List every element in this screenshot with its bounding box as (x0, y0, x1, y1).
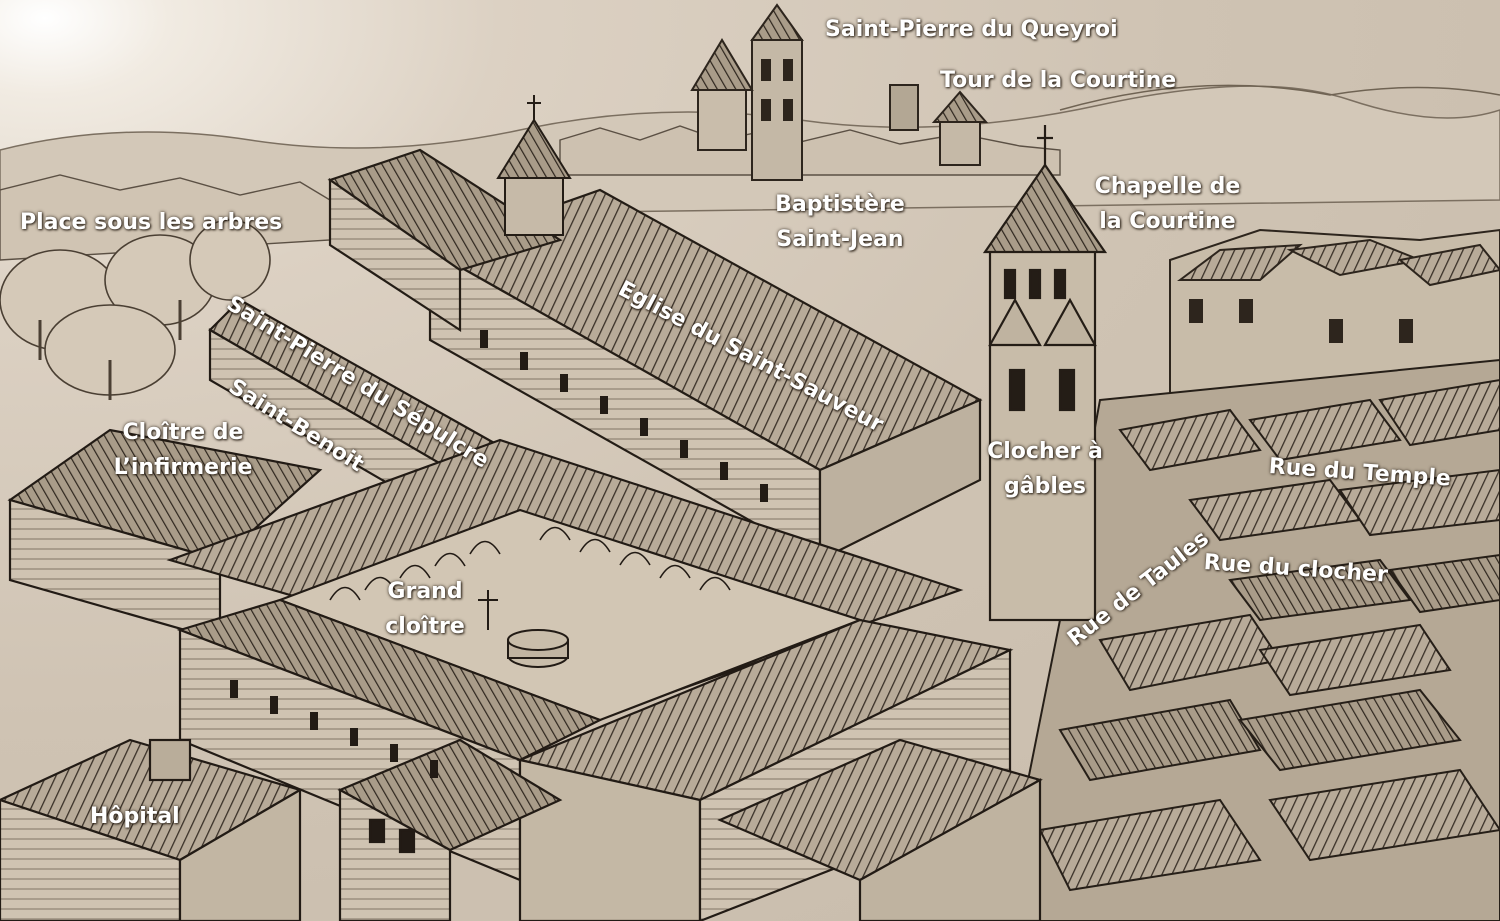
label-clocher-line-2: gâbles (1004, 474, 1086, 499)
wall-windows (230, 330, 768, 778)
cloister-well (478, 590, 569, 668)
label-grand-cloitre-line-1: Grand (387, 579, 463, 604)
label-cloitre-de-l-infirmerie: Cloître de L’infirmerie (108, 415, 258, 485)
lower-right-rooftops (998, 358, 1500, 921)
label-chapelle-line-1: Chapelle de (1094, 174, 1241, 199)
label-grand-cloitre: Grand cloître (370, 574, 480, 644)
label-chapelle-line-2: la Courtine (1099, 209, 1236, 234)
label-clocher-a-gables: Clocher à gâbles (980, 434, 1110, 504)
label-infirmerie-line-1: Cloître de (122, 420, 244, 445)
label-grand-cloitre-line-2: cloître (385, 614, 465, 639)
label-baptistere-line-1: Baptistère (775, 192, 905, 217)
label-hopital: Hôpital (90, 804, 180, 829)
label-baptistere-line-2: Saint-Jean (776, 227, 904, 252)
cloister-arches (329, 526, 731, 601)
courtine-tower (889, 84, 989, 166)
hospital-buildings (0, 738, 303, 921)
label-clocher-line-1: Clocher à (987, 439, 1103, 464)
label-chapelle-de-la-courtine: Chapelle de la Courtine (1090, 169, 1245, 239)
front-buildings (337, 738, 1043, 921)
label-place-sous-les-arbres: Place sous les arbres (20, 210, 283, 235)
label-baptistere-saint-jean: Baptistère Saint-Jean (770, 187, 910, 257)
label-saint-pierre-du-queyroi: Saint-Pierre du Queyroi (825, 17, 1118, 42)
label-tour-de-la-courtine: Tour de la Courtine (940, 68, 1177, 93)
central-dome-tower (496, 95, 572, 236)
trees (0, 219, 271, 400)
distant-town (0, 125, 1061, 261)
label-infirmerie-line-2: L’infirmerie (113, 455, 253, 480)
gabled-bell-tower (982, 125, 1108, 622)
queyroi-bell-tower (690, 3, 804, 181)
saint-sauveur-church (327, 148, 983, 562)
